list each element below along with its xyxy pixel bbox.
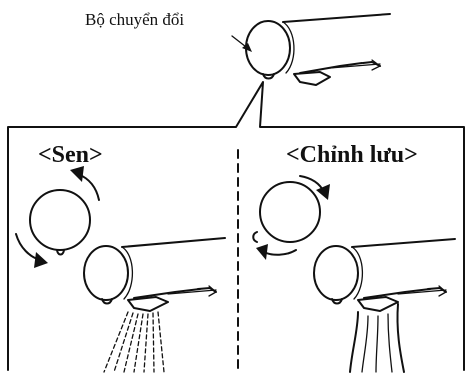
- top-switcher-cap: [245, 20, 291, 76]
- shower-cap-front-view: [29, 189, 91, 251]
- zoom-frame: [7, 81, 465, 371]
- stream-rotate-arrow-icon: [316, 184, 330, 200]
- callout-leader: [231, 35, 252, 52]
- switcher-callout-label: Bộ chuyển đổi: [85, 10, 184, 29]
- shower-spray: [103, 311, 165, 373]
- mode-label-stream: <Chỉnh lưu>: [286, 142, 418, 168]
- shower-rotation-diagram: [15, 166, 100, 268]
- shower-rotate-arrow-icon: [70, 166, 84, 182]
- stream-cap-front-view: [259, 181, 321, 243]
- stream-rotate-arrow-icon-2: [256, 244, 268, 260]
- top-faucet: [245, 13, 391, 86]
- stream-faucet: [313, 238, 456, 373]
- stream-rotation-diagram: [252, 175, 330, 260]
- shower-rotate-arrow-icon-2: [34, 252, 48, 268]
- stream-water: [349, 303, 405, 373]
- shower-faucet: [83, 237, 226, 373]
- mode-label-shower: <Sen>: [38, 142, 103, 168]
